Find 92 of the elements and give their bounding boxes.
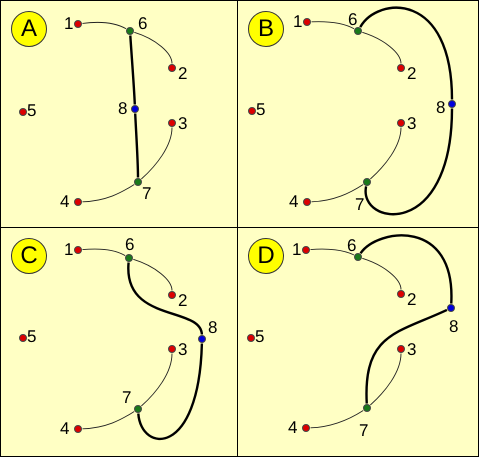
point-number: 6 — [138, 15, 148, 32]
thick-curve — [365, 308, 448, 404]
point-dot — [74, 246, 82, 254]
curve-line — [362, 258, 402, 290]
point-dot — [303, 18, 311, 26]
curve-line — [82, 22, 127, 30]
thick-curve — [364, 108, 454, 216]
point-number: 2 — [178, 292, 188, 309]
point-number: 7 — [122, 389, 132, 406]
point-dot — [303, 198, 311, 206]
point-dot — [302, 424, 310, 432]
thick-curve — [129, 35, 136, 105]
point-number: 4 — [60, 420, 70, 437]
point-number: 1 — [64, 241, 74, 258]
point-dot — [168, 64, 176, 72]
point-dot — [168, 119, 176, 127]
point-dot — [247, 334, 255, 342]
point-dot — [397, 345, 405, 353]
point-number: 6 — [125, 236, 134, 253]
point-dot — [74, 20, 82, 28]
point-dot — [397, 64, 405, 72]
point-dot — [354, 27, 362, 35]
point-number: 8 — [436, 99, 446, 116]
point-number: 5 — [255, 328, 264, 345]
point-dot — [126, 27, 134, 35]
point-dot — [447, 304, 455, 312]
point-dot — [302, 246, 310, 254]
point-dot — [248, 107, 256, 115]
point-number: 4 — [289, 193, 298, 210]
curve-line — [82, 248, 126, 256]
point-number: 2 — [407, 65, 416, 82]
curve-line — [370, 353, 402, 406]
thick-curve — [127, 262, 204, 335]
curve-line — [311, 21, 355, 30]
point-dot — [134, 178, 142, 186]
point-number: 7 — [142, 185, 152, 202]
point-dot — [74, 425, 82, 433]
point-dot — [19, 334, 27, 342]
point-dot — [397, 119, 405, 127]
panel-letter-badge: A — [11, 11, 47, 47]
curve-line — [311, 184, 364, 202]
panel-letter-badge: C — [11, 238, 47, 274]
point-dot — [448, 100, 456, 108]
curve-line — [310, 248, 354, 256]
point-dot — [131, 105, 139, 113]
point-dot — [198, 335, 206, 343]
point-dot — [125, 254, 133, 262]
curve-line — [134, 32, 172, 64]
panel-letter-badge: B — [248, 11, 284, 47]
point-number: 8 — [118, 100, 128, 117]
point-number: 5 — [256, 101, 266, 118]
point-dot — [397, 290, 405, 298]
curve-line — [82, 411, 135, 430]
curve-line — [362, 32, 402, 64]
point-number: 5 — [27, 328, 36, 345]
point-number: 4 — [288, 419, 298, 436]
point-number: 7 — [355, 196, 364, 213]
thick-curve — [359, 6, 454, 100]
point-number: 1 — [293, 13, 302, 30]
thick-curve — [360, 234, 452, 304]
point-number: 6 — [347, 237, 356, 254]
point-dot — [168, 291, 176, 299]
panel-letter-badge: D — [248, 238, 284, 274]
point-number: 3 — [178, 341, 188, 358]
point-number: 1 — [64, 15, 74, 32]
point-dot — [74, 198, 82, 206]
point-number: 2 — [178, 65, 188, 82]
point-dot — [354, 253, 362, 261]
point-number: 2 — [407, 291, 416, 308]
point-number: 3 — [407, 115, 416, 132]
point-number: 3 — [178, 115, 188, 132]
point-dot — [363, 178, 371, 186]
thick-curve — [137, 343, 204, 440]
point-number: 1 — [292, 241, 302, 258]
point-number: 6 — [348, 11, 358, 28]
curve-line — [310, 410, 364, 428]
point-dot — [19, 108, 27, 116]
curve-line — [140, 353, 172, 406]
point-dot — [134, 405, 142, 413]
thick-curve — [134, 113, 140, 178]
point-number: 3 — [407, 341, 416, 358]
point-dot — [168, 345, 176, 353]
point-number: 5 — [27, 102, 36, 119]
point-number: 4 — [60, 193, 70, 210]
curve-line — [140, 127, 172, 180]
curve-line — [82, 184, 135, 202]
point-number: 8 — [449, 318, 458, 335]
point-dot — [363, 404, 371, 412]
point-number: 8 — [208, 319, 218, 336]
curve-line — [132, 258, 172, 291]
point-number: 7 — [359, 422, 368, 439]
curve-line — [370, 127, 402, 180]
